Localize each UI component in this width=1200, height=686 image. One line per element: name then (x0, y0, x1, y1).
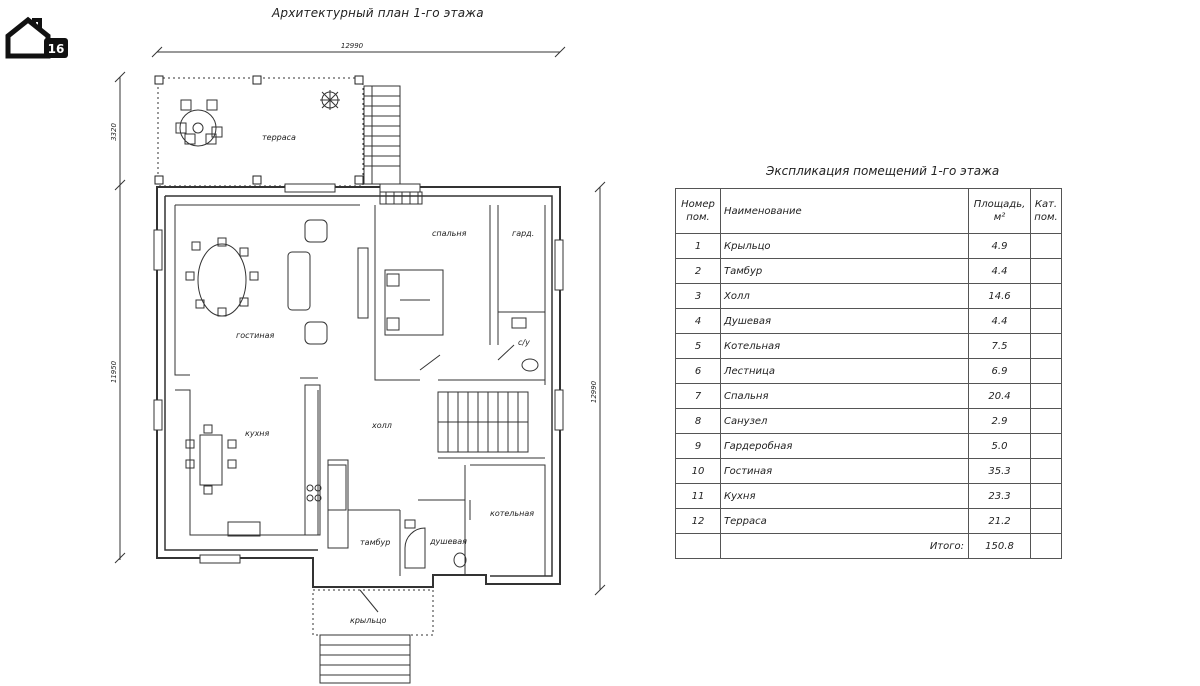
plan-title: Архитектурный план 1-го этажа (272, 6, 484, 20)
row-area: 23.3 (968, 483, 1031, 509)
row-area: 14.6 (968, 283, 1031, 309)
house-logo-icon: 16 (5, 16, 68, 59)
row-number: 6 (675, 358, 721, 384)
row-name: Гостиная (720, 458, 969, 484)
row-area: 21.2 (968, 508, 1031, 534)
dim-top: 12990 (341, 42, 364, 50)
row-area: 5.0 (968, 433, 1031, 459)
row-name: Холл (720, 283, 969, 309)
logo-badge: 16 (48, 42, 65, 56)
dim-right: 12990 (590, 380, 598, 403)
row-area: 20.4 (968, 383, 1031, 409)
room-label-bedroom: спальня (432, 229, 467, 238)
room-label-hall: холл (371, 421, 392, 430)
row-category (1030, 508, 1062, 534)
dim-left-total: 11950 (110, 360, 118, 383)
row-name: Душевая (720, 308, 969, 334)
row-area: 6.9 (968, 358, 1031, 384)
room-label-bathroom: с/у (518, 338, 530, 347)
table-header-row: Номер пом. Наименование Площадь, м² Кат.… (675, 188, 1062, 234)
room-label-porch: крыльцо (350, 616, 387, 625)
row-category (1030, 283, 1062, 309)
table-total-row: Итого:150.8 (675, 533, 1062, 559)
row-number: 1 (675, 233, 721, 259)
room-label-kitchen: кухня (245, 429, 270, 438)
row-name: Терраса (720, 508, 969, 534)
room-label-shower: душевая (429, 537, 467, 546)
row-name: Тамбур (720, 258, 969, 284)
room-label-vestibule: тамбур (360, 538, 390, 547)
dim-left-terrace: 3320 (110, 123, 118, 141)
room-explication-table: Номер пом. Наименование Площадь, м² Кат.… (675, 188, 1062, 559)
row-category (1030, 233, 1062, 259)
header-name: Наименование (720, 188, 969, 234)
row-category (1030, 458, 1062, 484)
row-number: 3 (675, 283, 721, 309)
row-category (1030, 358, 1062, 384)
row-category (1030, 408, 1062, 434)
room-label-living: гостиная (236, 331, 274, 340)
row-category (1030, 433, 1062, 459)
total-value: 150.8 (968, 533, 1031, 559)
row-name: Гардеробная (720, 433, 969, 459)
row-number: 4 (675, 308, 721, 334)
row-name: Лестница (720, 358, 969, 384)
room-label-wardrobe: гард. (512, 229, 534, 238)
row-category (1030, 333, 1062, 359)
row-number: 10 (675, 458, 721, 484)
row-name: Кухня (720, 483, 969, 509)
row-category (1030, 383, 1062, 409)
row-area: 4.4 (968, 308, 1031, 334)
row-number: 7 (675, 383, 721, 409)
floor-plan: 12990 12990 11950 3320 терраса спальня г… (110, 42, 606, 684)
header-num: Номер пом. (675, 188, 721, 234)
row-number: 12 (675, 508, 721, 534)
row-category (1030, 308, 1062, 334)
row-area: 7.5 (968, 333, 1031, 359)
row-number: 2 (675, 258, 721, 284)
row-number: 11 (675, 483, 721, 509)
row-number: 8 (675, 408, 721, 434)
row-area: 4.9 (968, 233, 1031, 259)
room-label-terrace: терраса (262, 133, 296, 142)
row-name: Санузел (720, 408, 969, 434)
header-cat: Кат. пом. (1030, 188, 1062, 234)
table-title: Экспликация помещений 1-го этажа (766, 164, 1000, 178)
row-category (1030, 483, 1062, 509)
header-area: Площадь, м² (968, 188, 1031, 234)
row-area: 2.9 (968, 408, 1031, 434)
total-empty-num (675, 533, 721, 559)
row-name: Крыльцо (720, 233, 969, 259)
row-number: 9 (675, 433, 721, 459)
row-name: Спальня (720, 383, 969, 409)
room-label-boiler: котельная (490, 509, 534, 518)
total-label: Итого: (720, 533, 969, 559)
row-area: 4.4 (968, 258, 1031, 284)
row-number: 5 (675, 333, 721, 359)
row-category (1030, 258, 1062, 284)
row-name: Котельная (720, 333, 969, 359)
total-empty-cat (1030, 533, 1062, 559)
row-area: 35.3 (968, 458, 1031, 484)
